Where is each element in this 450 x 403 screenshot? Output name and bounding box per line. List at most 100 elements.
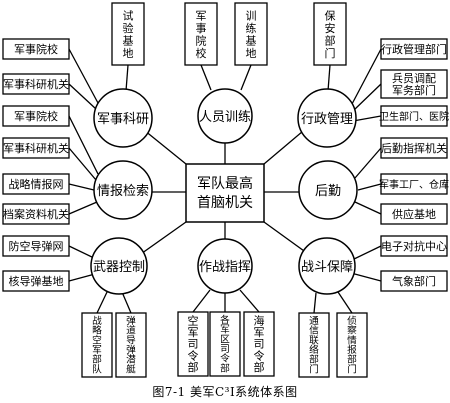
vertical-char: 略 xyxy=(92,324,102,337)
vertical-char: 区 xyxy=(220,333,230,345)
node-label-administration: 行政管理 xyxy=(301,112,353,127)
box-weapon-2 xyxy=(2,270,70,292)
box-intel-2-label: 军事科研机关 xyxy=(3,141,69,155)
vertical-char: 侦 xyxy=(347,315,357,327)
box-admin-2-label: 行政管理部门 xyxy=(381,42,447,56)
box-research-2 xyxy=(2,73,70,95)
box-research-2-label: 军事科研机关 xyxy=(3,77,69,91)
vertical-char: 校 xyxy=(196,46,207,60)
box-logistics-1-label: 后勤指挥机关 xyxy=(381,141,447,155)
box-training-3 xyxy=(234,2,268,66)
vertical-char: 令 xyxy=(254,348,265,362)
node-label-combat-support: 战斗保障 xyxy=(301,260,353,275)
box-admin-3-label-line2: 军务部门 xyxy=(392,83,436,97)
vertical-char: 弹 xyxy=(126,343,136,356)
vertical-char: 军 xyxy=(188,326,199,339)
vertical-char: 报 xyxy=(347,343,357,356)
vertical-char: 艇 xyxy=(126,362,136,375)
node-logistics xyxy=(298,160,358,220)
box-intel-1 xyxy=(2,105,70,127)
box-logistics-3 xyxy=(380,203,448,225)
vertical-char: 训 xyxy=(246,9,257,22)
vertical-char: 信 xyxy=(309,325,319,337)
box-logistics-3-label: 供应基地 xyxy=(392,207,436,221)
node-intel-retrieval xyxy=(93,160,153,220)
box-support-3 xyxy=(298,312,330,378)
node-military-research xyxy=(93,88,153,148)
box-admin-1 xyxy=(313,2,347,66)
box-weapon-3 xyxy=(81,312,113,378)
box-intel-3-label: 战略情报网 xyxy=(9,177,64,191)
vertical-char: 军 xyxy=(254,326,265,339)
vertical-char: 地 xyxy=(123,47,134,60)
vertical-char: 络 xyxy=(309,343,319,356)
node-label-logistics: 后勤 xyxy=(315,184,341,199)
vertical-char: 导 xyxy=(126,334,136,346)
box-intel-2 xyxy=(2,137,70,159)
node-label-weapon-control: 武器控制 xyxy=(93,260,145,275)
hub-label-line2: 首脑机关 xyxy=(197,195,253,211)
node-label-intel-retrieval: 情报检索 xyxy=(97,184,149,199)
vertical-char: 通 xyxy=(309,315,319,327)
node-label-personnel-training: 人员训练 xyxy=(199,110,251,125)
vertical-char: 部 xyxy=(92,353,102,366)
box-logistics-2-label: 军事工厂、仓库 xyxy=(379,178,449,191)
box-intel-1-label: 军事院校 xyxy=(14,109,58,123)
connector-lines xyxy=(68,48,382,314)
vertical-char: 验 xyxy=(123,21,134,35)
node-operations-command xyxy=(197,238,253,294)
node-combat-support xyxy=(298,237,356,295)
box-admin-4-label: 卫生部门、医院 xyxy=(379,110,449,123)
vertical-char: 空 xyxy=(92,333,102,346)
box-admin-3 xyxy=(380,69,448,99)
box-training-1 xyxy=(111,2,145,66)
vertical-char: 战 xyxy=(92,315,102,327)
vertical-char: 保 xyxy=(325,8,336,22)
box-weapon-1-label: 防空导弹网 xyxy=(9,239,64,253)
box-admin-2 xyxy=(380,38,448,60)
node-weapon-control xyxy=(90,237,148,295)
node-administration xyxy=(297,88,357,148)
vertical-char: 空 xyxy=(188,314,199,328)
vertical-char: 门 xyxy=(309,362,319,375)
vertical-char: 司 xyxy=(188,338,199,351)
vertical-char: 部 xyxy=(325,33,336,47)
vertical-char: 弹 xyxy=(126,314,136,327)
vertical-char: 试 xyxy=(123,9,134,22)
vertical-char: 门 xyxy=(347,362,357,375)
box-admin-4 xyxy=(380,105,448,127)
vertical-char: 部 xyxy=(254,360,265,374)
box-training-2-label: 军事院校 xyxy=(196,9,207,60)
box-intel-4-label: 档案资料机关 xyxy=(3,207,69,221)
vertical-char: 令 xyxy=(220,352,230,365)
figure-caption: 图7-1 美军C³I系统体系图 xyxy=(152,385,298,399)
vertical-char: 察 xyxy=(347,324,357,337)
box-support-4 xyxy=(336,312,368,378)
vertical-char: 基 xyxy=(123,34,134,47)
hub-label-line1: 军队最高 xyxy=(197,175,253,192)
vertical-char: 情 xyxy=(347,333,357,346)
vertical-char: 海 xyxy=(254,314,265,328)
hub-box xyxy=(185,163,265,223)
vertical-char: 部 xyxy=(347,353,357,366)
box-logistics-1 xyxy=(380,137,448,159)
node-personnel-training xyxy=(197,88,253,144)
vertical-char: 道 xyxy=(126,324,136,337)
box-ops-3 xyxy=(243,311,275,377)
vertical-char: 基 xyxy=(246,34,257,47)
node-label-operations-command: 作战指挥 xyxy=(199,260,251,275)
vertical-char: 军 xyxy=(220,324,230,336)
box-weapon-4 xyxy=(115,312,147,378)
box-weapon-2-label: 核导弹基地 xyxy=(9,274,64,288)
box-support-2-label: 气象部门 xyxy=(392,274,436,288)
